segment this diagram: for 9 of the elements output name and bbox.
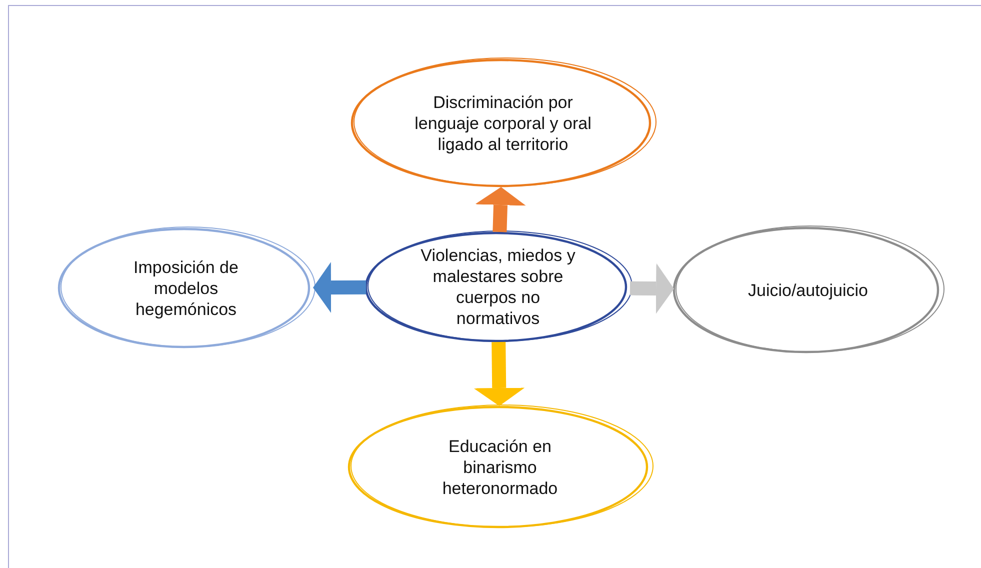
node-text: Juicio/autojuicio [748,280,868,300]
node-text: Imposición de modelos hegemónicos [132,256,240,320]
node-text: Educación en binarismo heteronormado [441,436,559,498]
block-arrow [313,262,366,314]
node-text: Discriminación por lenguaje corporal y oral ligado al territorio [414,92,592,154]
node-text: Violencias, miedos y malestares sobre cuerpos no normativos [420,245,576,329]
block-arrow [630,263,674,314]
block-arrow [474,342,525,406]
block-arrow [475,187,526,232]
